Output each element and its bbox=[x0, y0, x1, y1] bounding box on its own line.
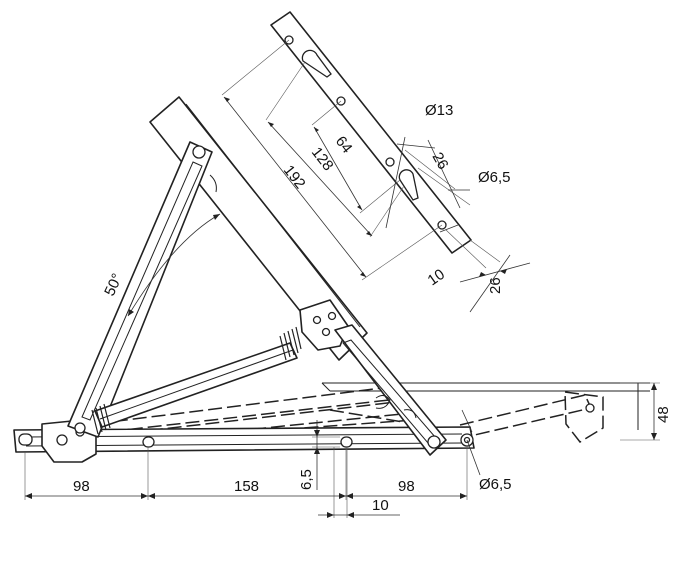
rail-slot-right bbox=[340, 436, 353, 448]
gas-strut bbox=[91, 326, 302, 435]
label-6-5-vertical: 6,5 bbox=[298, 469, 315, 490]
label-158: 158 bbox=[234, 478, 259, 495]
plate-keyhole-top bbox=[301, 49, 332, 78]
label-64: 64 bbox=[332, 133, 356, 157]
label-10-bottom: 10 bbox=[372, 497, 389, 514]
label-98-left: 98 bbox=[73, 478, 90, 495]
label-48: 48 bbox=[655, 406, 672, 423]
arm-bottom-pivot bbox=[74, 422, 86, 434]
label-26-top: 26 bbox=[429, 150, 452, 173]
arm-top-pivot bbox=[192, 145, 206, 159]
right-arm bbox=[299, 299, 447, 456]
angle-indicator bbox=[127, 213, 221, 317]
rail-slot-left bbox=[18, 433, 33, 446]
closed-pivot-hole bbox=[585, 403, 595, 413]
label-dia-6-5-bottom: Ø6,5 bbox=[479, 476, 512, 493]
main-arm bbox=[67, 141, 217, 438]
bottom-dimensions bbox=[24, 382, 660, 518]
label-192: 192 bbox=[280, 162, 309, 192]
mounting-plate bbox=[270, 11, 472, 254]
dimension-labels: 50° 98 158 98 6,5 10 48 Ø6,5 192 128 64 … bbox=[73, 102, 672, 514]
label-10-right: 10 bbox=[425, 266, 448, 289]
rail-slot-mid bbox=[142, 436, 155, 448]
label-98-right: 98 bbox=[398, 478, 415, 495]
label-angle: 50° bbox=[101, 271, 126, 299]
label-dia-6-5-top: Ø6,5 bbox=[478, 169, 511, 186]
label-26-right: 26 bbox=[487, 277, 504, 294]
label-dia-13: Ø13 bbox=[425, 102, 453, 119]
plate-keyhole-bottom bbox=[398, 169, 419, 201]
right-arm-pivot bbox=[427, 435, 441, 449]
label-128: 128 bbox=[308, 144, 337, 174]
plate-dimensions bbox=[221, 39, 531, 313]
base-rail bbox=[13, 419, 475, 463]
